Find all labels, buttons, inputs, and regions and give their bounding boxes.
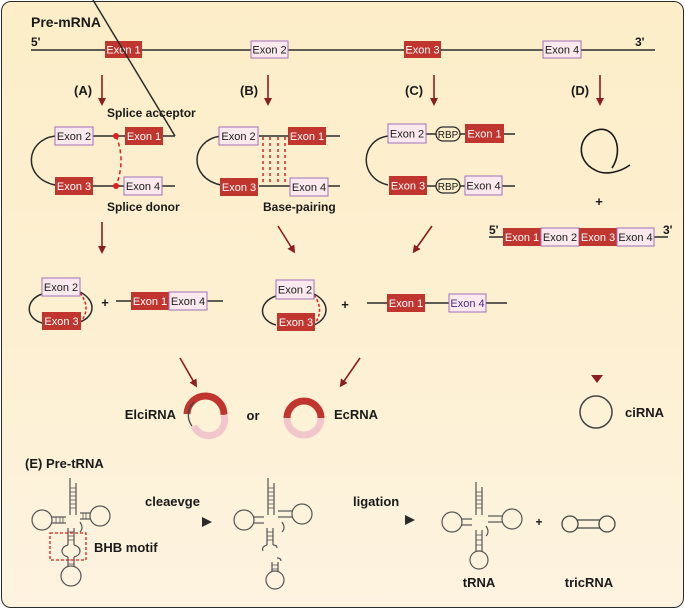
svg-text:Exon 4: Exon 4 xyxy=(545,45,579,57)
trna-label: tRNA xyxy=(463,575,496,590)
bhb-motif-box xyxy=(49,532,87,561)
svg-text:Exon 3: Exon 3 xyxy=(57,181,91,193)
d-five-prime: 5' xyxy=(489,223,499,237)
svg-text:+: + xyxy=(341,297,349,312)
intron-lariat xyxy=(580,128,631,174)
pretrna-title: (E) Pre-tRNA xyxy=(25,456,104,471)
arrow-c-to-intermediate xyxy=(412,225,433,254)
svg-text:Exon 4: Exon 4 xyxy=(450,298,484,310)
svg-text:Exon 1: Exon 1 xyxy=(127,131,161,143)
premrna-exon-3: Exon 3 xyxy=(404,41,441,58)
bhb-motif-label: BHB motif xyxy=(94,540,158,555)
svg-text:+: + xyxy=(101,295,109,310)
pathway-d: + 5' 3' Exon 1 Exon 2 Exon 3 Exon 4 xyxy=(489,128,673,383)
label-d: (D) xyxy=(571,83,589,98)
svg-text:Exon 1: Exon 1 xyxy=(505,232,539,244)
svg-text:Exon 4: Exon 4 xyxy=(618,232,652,244)
pathway-a: Splice acceptor Exon 2 Exon 1 Exon 3 Exo… xyxy=(30,0,196,214)
arrow-to-ecrna xyxy=(339,357,361,388)
svg-text:Exon 2: Exon 2 xyxy=(252,45,286,57)
elcirna-label: ElciRNA xyxy=(125,407,177,422)
svg-text:Exon 3: Exon 3 xyxy=(222,182,256,194)
svg-text:Exon 1: Exon 1 xyxy=(467,129,501,141)
d-three-prime: 3' xyxy=(663,223,673,237)
base-pairing-label: Base-pairing xyxy=(263,200,336,214)
premrna-three-prime: 3' xyxy=(635,35,645,49)
label-b: (B) xyxy=(240,83,258,98)
cirna-label: ciRNA xyxy=(625,405,665,420)
svg-text:Exon 4: Exon 4 xyxy=(466,181,500,193)
svg-text:Exon 1: Exon 1 xyxy=(290,131,324,143)
svg-text:Exon 2: Exon 2 xyxy=(278,285,312,297)
pathway-c: Exon 2 RBP Exon 1 Exon 3 RBP Exon 4 xyxy=(365,123,515,196)
d-plus: + xyxy=(595,194,603,209)
label-c: (C) xyxy=(405,83,423,98)
svg-text:Exon 2: Exon 2 xyxy=(221,131,255,143)
cirna-circle xyxy=(579,395,613,429)
ligation-label: ligation xyxy=(353,494,399,509)
elcirna-ring xyxy=(183,392,229,440)
svg-text:Exon 3: Exon 3 xyxy=(279,317,313,329)
svg-text:Exon 4: Exon 4 xyxy=(292,182,326,194)
tricrna-structure xyxy=(561,515,616,533)
svg-text:Exon 2: Exon 2 xyxy=(543,232,577,244)
cleavage-label: cleaevge xyxy=(145,494,200,509)
svg-text:Exon 3: Exon 3 xyxy=(405,45,439,57)
intermediate-left: Exon 2 Exon 3 + Exon 1 Exon 4 xyxy=(28,277,223,330)
mature-trna-structure xyxy=(441,482,523,570)
trna-plus: + xyxy=(535,515,542,529)
svg-text:Exon 3: Exon 3 xyxy=(391,181,425,193)
premrna-title: Pre-mRNA xyxy=(31,14,101,30)
svg-text:Exon 3: Exon 3 xyxy=(44,316,78,328)
pathway-b: Exon 2 Exon 1 Exon 3 Exon 4 Base-pairing xyxy=(196,126,340,214)
splice-donor-label: Splice donor xyxy=(107,200,180,214)
ecrna-label: EcRNA xyxy=(334,407,379,422)
svg-text:Exon 1: Exon 1 xyxy=(389,298,423,310)
rbp-top: RBP xyxy=(438,130,459,141)
svg-text:Exon 2: Exon 2 xyxy=(44,282,78,294)
cleaved-trna-structure xyxy=(233,478,313,590)
svg-text:Exon 1: Exon 1 xyxy=(133,296,167,308)
tricrna-label: tricRNA xyxy=(565,575,614,590)
arrow-to-elcirna xyxy=(179,357,197,388)
splice-acceptor-label: Splice acceptor xyxy=(107,106,196,120)
arrow-b-to-intermediate xyxy=(277,225,296,254)
premrna-five-prime: 5' xyxy=(31,35,41,49)
or-label: or xyxy=(247,408,260,423)
pre-trna-structure xyxy=(31,478,111,587)
rbp-bottom: RBP xyxy=(438,182,459,193)
svg-text:Exon 3: Exon 3 xyxy=(581,232,615,244)
svg-text:Exon 4: Exon 4 xyxy=(126,181,160,193)
ecrna-ring xyxy=(283,397,325,439)
label-a: (A) xyxy=(74,83,92,98)
svg-text:Exon 4: Exon 4 xyxy=(171,296,205,308)
svg-text:Exon 2: Exon 2 xyxy=(57,131,91,143)
svg-text:Exon 2: Exon 2 xyxy=(390,129,424,141)
intermediate-right: Exon 2 Exon 3 + Exon 1 Exon 4 xyxy=(261,279,507,331)
premrna-exon-4: Exon 4 xyxy=(542,40,582,59)
premrna-exon-2: Exon 2 xyxy=(250,40,289,59)
